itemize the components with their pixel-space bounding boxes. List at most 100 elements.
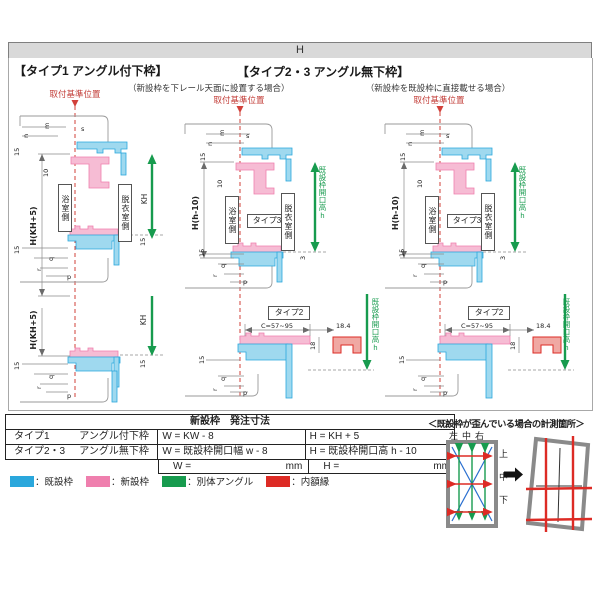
- dim-p: p: [443, 389, 447, 397]
- dim-m: m: [418, 130, 426, 136]
- type3-label: タイプ3: [447, 214, 487, 228]
- dim-15: 15: [139, 238, 147, 246]
- dim-18: 18: [309, 342, 317, 350]
- dim-q: q: [219, 264, 227, 268]
- note-bot-label: 下: [499, 495, 509, 505]
- opening-height-label: 既設枠開口高h: [562, 298, 571, 352]
- distorted-frame-diagram: [526, 436, 592, 532]
- note-top-label: 上: [499, 449, 509, 459]
- legend-item-existing-frame: ： 既設枠: [10, 474, 73, 488]
- head-profile: [70, 141, 128, 189]
- head-profile: [235, 147, 293, 195]
- dim-r: r: [411, 388, 419, 391]
- legend-sep: ：: [187, 477, 197, 488]
- swatch-separate-angle: [162, 475, 187, 487]
- entry-w-unit: mm: [285, 461, 303, 472]
- room-label-dress: 脱衣室側: [281, 193, 295, 251]
- dim-q: q: [219, 377, 227, 381]
- dim-p: p: [67, 273, 71, 281]
- dim-15: 15: [13, 148, 21, 156]
- subcaption-rail-mount: （新設枠を下レール天面に設置する場合）: [128, 83, 290, 93]
- straightedge-lines: [526, 436, 592, 532]
- dim-q: q: [47, 257, 55, 261]
- opening-height-label: 既設枠開口高h: [318, 166, 327, 220]
- swatch-new-frame: [86, 475, 111, 487]
- cell-type: タイプ1: [14, 431, 50, 442]
- dim-15: 15: [198, 249, 206, 257]
- type1-upper-section: n m s 15 10 15 15 q r p H(KH+5) KH: [13, 115, 164, 297]
- dim-3: 3: [299, 256, 307, 260]
- dim-15: 15: [13, 246, 21, 254]
- dim-r: r: [35, 386, 43, 389]
- legend-label: 別体アングル: [196, 477, 254, 488]
- color-legend: ： 既設枠 ： 新設枠 ： 別体アングル ： 内額縁: [10, 474, 329, 488]
- legend-label: 新設枠: [120, 477, 150, 488]
- dim-p: p: [443, 278, 447, 286]
- frame-center-lines: [536, 447, 582, 523]
- type2-label: タイプ2: [468, 306, 510, 320]
- room-label-bath: 浴室側: [58, 184, 72, 232]
- dim-15: 15: [399, 153, 407, 161]
- note-mid-label: 中: [499, 472, 509, 482]
- head-profile: [435, 147, 493, 195]
- table-row-type1: タイプ1 アングル付下枠 W = KW - 8 H = KH + 5: [5, 430, 455, 445]
- sill-profile: [67, 225, 121, 266]
- horizontal-measure-arrows: [447, 451, 493, 517]
- room-label-dress: 脱衣室側: [481, 193, 495, 251]
- dim-18-4: 18.4: [336, 322, 350, 330]
- legend-item-new-frame: ： 新設枠: [86, 474, 149, 488]
- dim-p: p: [243, 278, 247, 286]
- section-title-type23: 【タイプ2・3 アングル無下枠】: [236, 65, 410, 79]
- dim-h-h10: H(h-10): [191, 196, 200, 230]
- dim-3: 3: [499, 256, 507, 260]
- table-row-entry: W = mm H = mm: [158, 460, 457, 474]
- type2-lower-section-direct: C=57~95 18.4 18 15 q r p: [385, 294, 574, 399]
- cell-h-formula: H = 既設枠開口高 h - 10: [304, 445, 454, 459]
- entry-h-label: H =: [323, 461, 340, 472]
- table-title: 新設枠 発注寸法: [5, 414, 455, 430]
- dim-r: r: [411, 274, 419, 277]
- type3-upper-section-rail: n m s 15 10 3 15 q r p H(h-10): [184, 123, 326, 289]
- cell-w-formula: W = KW - 8: [157, 430, 304, 444]
- dim-h-kh5: H(KH+5): [29, 206, 38, 245]
- order-dimension-table: 新設枠 発注寸法 タイプ1 アングル付下枠 W = KW - 8 H = KH …: [5, 414, 457, 474]
- dim-m: m: [218, 130, 226, 136]
- type3-upper-section-direct: n m s 15 10 3 15 q r p H(h-10): [384, 123, 526, 289]
- dim-h-h10: H(h-10): [391, 196, 400, 230]
- dim-c-range: C=57~95: [261, 322, 293, 330]
- entry-h-unit: mm: [433, 461, 450, 472]
- dim-kh: KH: [139, 315, 148, 326]
- dim-18-4: 18.4: [536, 322, 550, 330]
- dim-n: n: [406, 142, 414, 146]
- dim-15: 15: [139, 360, 147, 368]
- dim-s: s: [446, 132, 450, 140]
- dim-q: q: [419, 264, 427, 268]
- column-header-h: H: [8, 42, 592, 59]
- legend-sep: ：: [291, 477, 301, 488]
- section-title-type1: 【タイプ1 アングル付下枠】: [14, 64, 168, 78]
- type1-lower-section: 15 15 q r p H(KH+5) KH: [13, 296, 164, 403]
- note-title: ＜既設枠が歪んでいる場合の計測箇所＞: [428, 419, 585, 429]
- dim-18: 18: [509, 342, 517, 350]
- dim-n: n: [206, 142, 214, 146]
- legend-sep: ：: [35, 477, 45, 488]
- dim-15: 15: [13, 362, 21, 370]
- subcaption-direct-mount: （新設枠を既設枠に直接載せる場合）: [365, 83, 511, 93]
- dim-c-range: C=57~95: [461, 322, 493, 330]
- dim-p: p: [67, 392, 71, 400]
- dim-kh: KH: [140, 194, 149, 205]
- swatch-inner-casing: [266, 475, 291, 487]
- type2-lower-section-rail: C=57~95 18.4 18 15 q r p: [185, 294, 374, 399]
- dim-n: n: [22, 134, 30, 138]
- cell-name: アングル付下枠: [79, 431, 149, 442]
- entry-w-label: W =: [173, 461, 192, 472]
- swatch-existing-frame: [10, 475, 34, 487]
- dim-s: s: [246, 132, 250, 140]
- dim-15: 15: [199, 153, 207, 161]
- sill-profile: [230, 242, 284, 283]
- note-cols-label: 左中右: [449, 431, 489, 441]
- dim-15: 15: [198, 356, 206, 364]
- datum-label-1: 取付基準位置: [49, 89, 101, 99]
- dim-10: 10: [42, 169, 50, 177]
